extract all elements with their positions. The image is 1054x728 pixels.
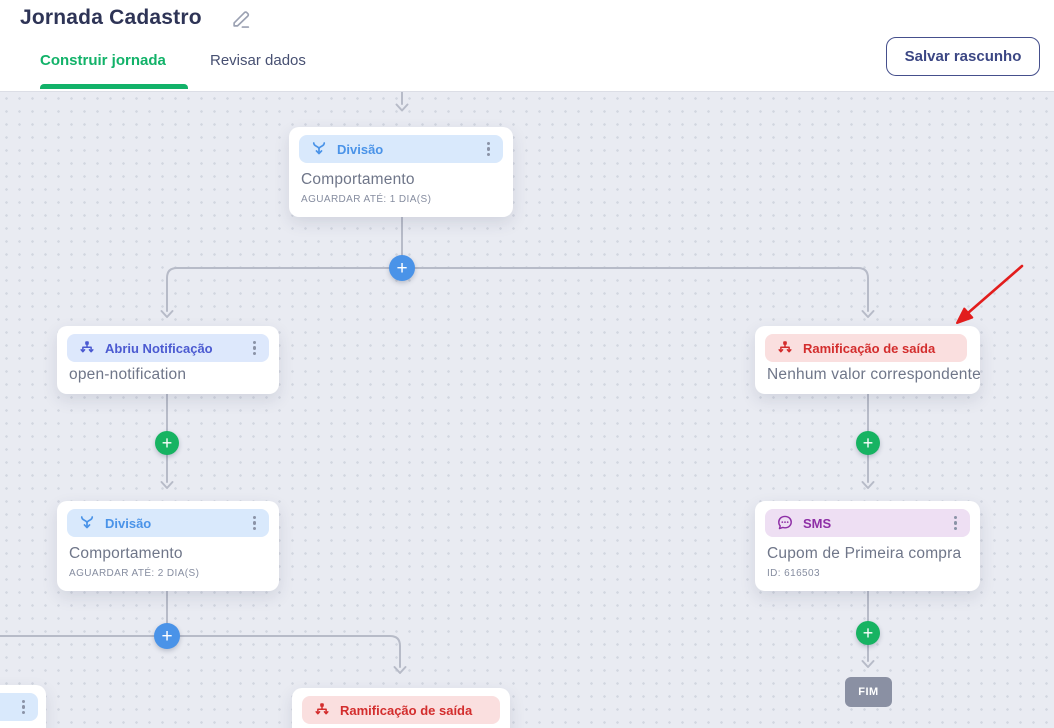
kebab-menu-icon[interactable] bbox=[17, 696, 30, 719]
node-type-label: Divisão bbox=[105, 515, 152, 531]
save-draft-button[interactable]: Salvar rascunho bbox=[886, 37, 1040, 76]
node-meta: AGUARDAR ATÉ: 1 DIA(S) bbox=[301, 194, 432, 205]
add-step-button[interactable]: + bbox=[154, 623, 180, 649]
branch-split-icon bbox=[78, 339, 96, 357]
add-step-button[interactable]: + bbox=[856, 431, 880, 455]
node-title: open-notification bbox=[69, 366, 187, 383]
kebab-menu-icon[interactable] bbox=[482, 138, 495, 161]
node-type-pill: Ramificação de saída bbox=[765, 334, 968, 362]
node-type-pill: Divisão bbox=[299, 135, 503, 163]
node-title: Nenhum valor correspondente bbox=[767, 366, 981, 383]
active-tab-underline bbox=[40, 84, 188, 89]
chat-bubble-icon bbox=[776, 514, 794, 532]
node-division-top[interactable]: Divisão Comportamento AGUARDAR ATÉ: 1 DI… bbox=[289, 127, 513, 217]
node-exit-branch-right[interactable]: Ramificação de saída Nenhum valor corres… bbox=[755, 326, 981, 394]
journey-canvas[interactable]: Divisão Comportamento AGUARDAR ATÉ: 1 DI… bbox=[0, 92, 1054, 728]
node-title: Cupom de Primeira compra bbox=[767, 545, 962, 562]
node-type-label: Ramificação de saída bbox=[803, 340, 936, 356]
node-type-pill: Abriu Notificação bbox=[67, 334, 269, 362]
add-step-button[interactable]: + bbox=[389, 255, 415, 281]
end-node[interactable]: FIM bbox=[845, 677, 892, 707]
branch-split-icon bbox=[313, 701, 331, 719]
node-type-label: Abriu Notificação bbox=[105, 340, 213, 356]
node-type-label: Divisão bbox=[337, 141, 384, 157]
node-partial-left[interactable] bbox=[0, 685, 46, 728]
node-type-pill: SMS bbox=[765, 509, 970, 537]
node-exit-branch-bottom[interactable]: Ramificação de saída bbox=[292, 688, 510, 728]
node-title: Comportamento bbox=[69, 545, 183, 562]
node-meta: AGUARDAR ATÉ: 2 DIA(S) bbox=[69, 568, 200, 579]
add-step-button[interactable]: + bbox=[856, 621, 880, 645]
node-open-notification[interactable]: Abriu Notificação open-notification bbox=[57, 326, 279, 394]
node-division-left[interactable]: Divisão Comportamento AGUARDAR ATÉ: 2 DI… bbox=[57, 501, 279, 591]
page-title: Jornada Cadastro bbox=[20, 6, 202, 29]
tab-construir-jornada[interactable]: Construir jornada bbox=[40, 52, 166, 69]
node-title: Comportamento bbox=[301, 171, 415, 188]
division-icon bbox=[78, 514, 96, 532]
branch-split-icon bbox=[776, 339, 794, 357]
node-type-label: Ramificação de saída bbox=[340, 702, 473, 718]
kebab-menu-icon[interactable] bbox=[248, 512, 261, 535]
page-header: Jornada Cadastro Construir jornada Revis… bbox=[0, 0, 1054, 92]
node-type-pill: Ramificação de saída bbox=[302, 696, 500, 724]
node-type-pill bbox=[0, 693, 38, 721]
division-icon bbox=[310, 140, 328, 158]
kebab-menu-icon[interactable] bbox=[248, 337, 261, 360]
node-sms[interactable]: SMS Cupom de Primeira compra ID: 616503 bbox=[755, 501, 980, 591]
node-type-pill: Divisão bbox=[67, 509, 269, 537]
node-meta: ID: 616503 bbox=[767, 568, 820, 579]
tab-revisar-dados[interactable]: Revisar dados bbox=[210, 52, 306, 69]
add-step-button[interactable]: + bbox=[155, 431, 179, 455]
node-type-label: SMS bbox=[803, 515, 832, 531]
kebab-menu-icon[interactable] bbox=[949, 512, 962, 535]
edit-title-pencil-icon[interactable] bbox=[230, 8, 252, 30]
